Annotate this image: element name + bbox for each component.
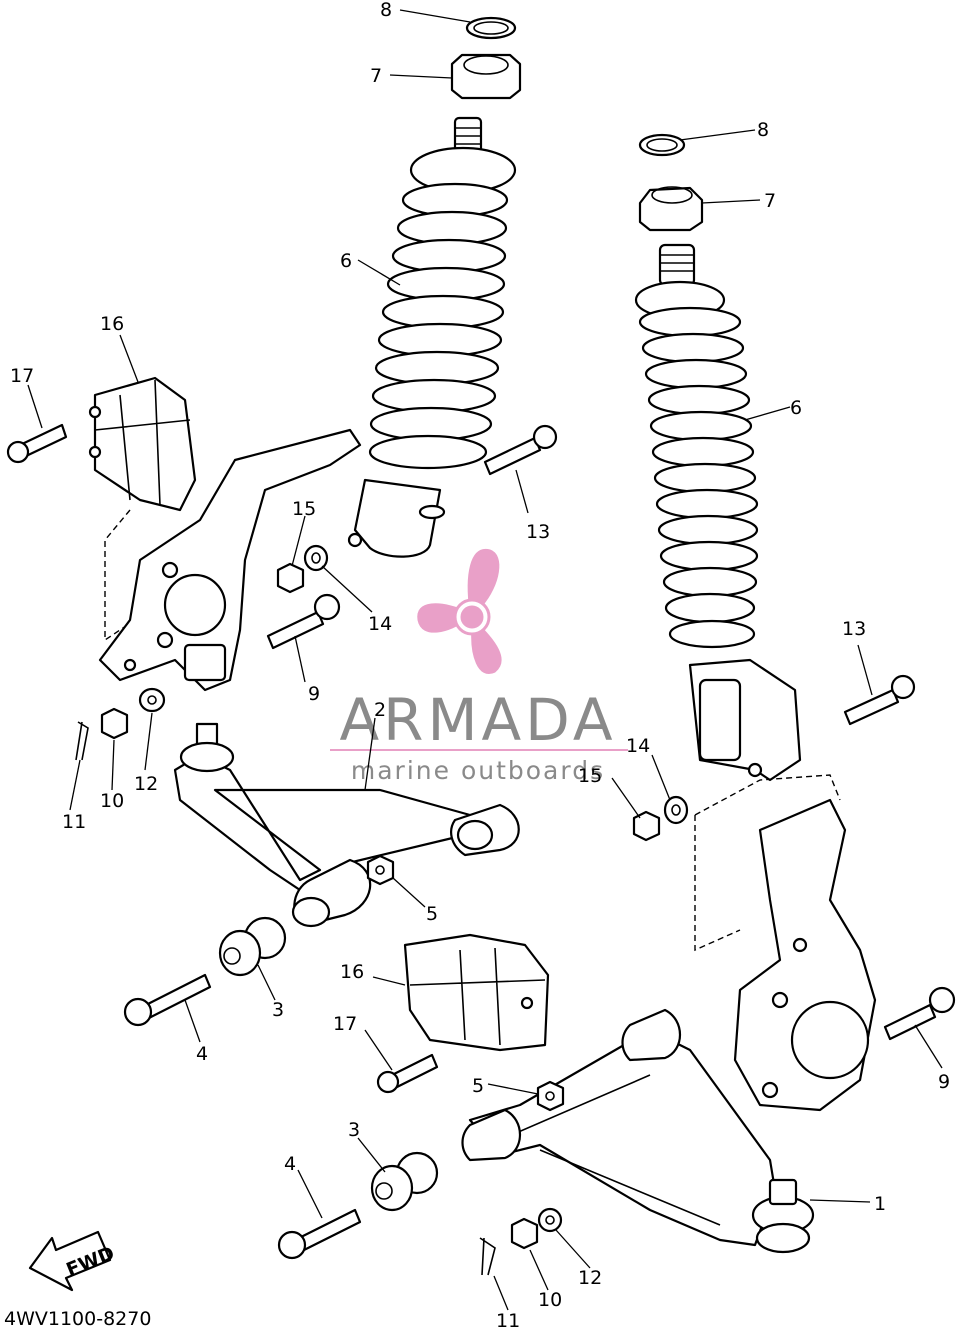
callout-13: 13: [842, 618, 866, 640]
callout-4: 4: [284, 1153, 296, 1175]
callout-15: 15: [578, 765, 602, 787]
diagram-code: 4WV1100-8270: [4, 1308, 151, 1329]
callout-3: 3: [348, 1119, 360, 1141]
callout-12: 12: [578, 1267, 602, 1289]
callout-labels: 8 7 6 8 7 6 16 17 15 14 13 9 2 11 10 12 …: [10, 0, 950, 1329]
callout-6: 6: [340, 250, 352, 272]
callout-1: 1: [874, 1193, 886, 1215]
callout-10: 10: [100, 790, 124, 812]
shock-absorber-right: [634, 133, 802, 782]
callout-9: 9: [938, 1071, 950, 1093]
hardware: [6, 423, 956, 1276]
callout-8: 8: [757, 119, 769, 141]
callout-9: 9: [308, 683, 320, 705]
knuckle-right: [403, 774, 877, 1112]
knuckle-left: [88, 376, 362, 692]
brand-name: ARMADA: [339, 686, 616, 754]
leader-lines: [27, 9, 943, 1311]
callout-11: 11: [496, 1310, 520, 1329]
brand-tagline: marine outboards: [351, 756, 605, 785]
callout-14: 14: [626, 735, 650, 757]
callout-17: 17: [10, 365, 34, 387]
callout-11: 11: [62, 811, 86, 833]
callout-3: 3: [272, 999, 284, 1021]
callout-17: 17: [333, 1013, 357, 1035]
callout-8: 8: [380, 0, 392, 21]
callout-5: 5: [426, 903, 438, 925]
callout-5: 5: [472, 1075, 484, 1097]
callout-7: 7: [764, 190, 776, 212]
callout-16: 16: [340, 961, 364, 983]
shock-absorber-left: [347, 16, 522, 558]
callout-13: 13: [526, 521, 550, 543]
callout-16: 16: [100, 313, 124, 335]
upper-arm-left: [173, 722, 520, 928]
callout-12: 12: [134, 773, 158, 795]
callout-2: 2: [374, 699, 386, 721]
armada-logo: ARMADA marine outboards: [330, 549, 628, 785]
lower-arm-right: [461, 1008, 815, 1254]
fwd-arrow-icon: FWD: [28, 1230, 118, 1292]
callout-6: 6: [790, 397, 802, 419]
callout-14: 14: [368, 613, 392, 635]
callout-7: 7: [370, 65, 382, 87]
callout-15: 15: [292, 498, 316, 520]
callout-4: 4: [196, 1043, 208, 1065]
callout-10: 10: [538, 1289, 562, 1311]
